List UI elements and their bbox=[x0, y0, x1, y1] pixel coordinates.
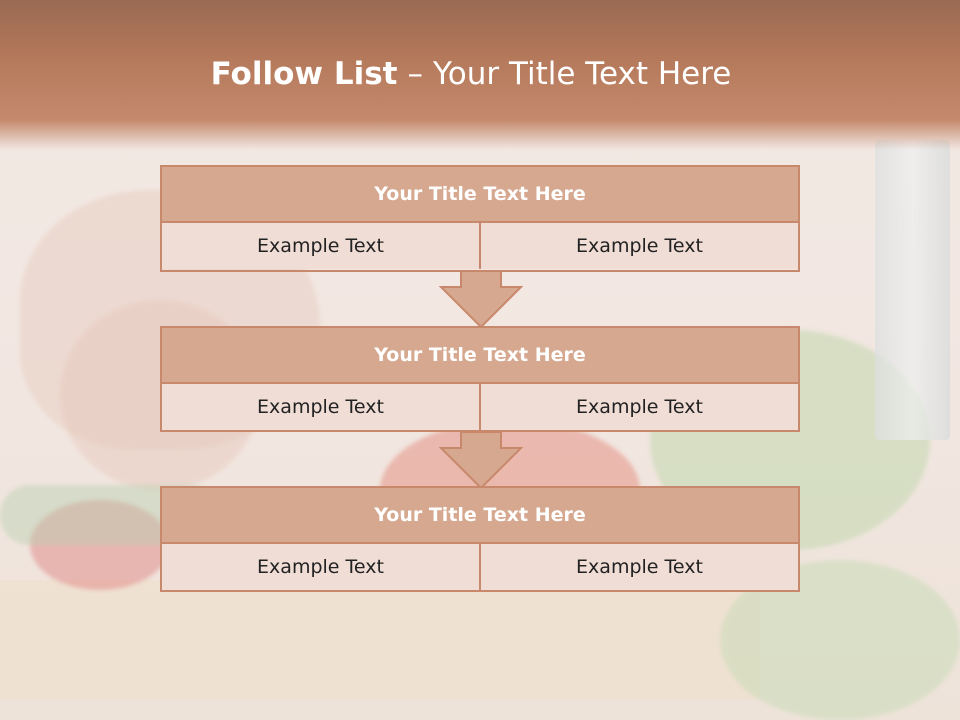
list-block-row: Example Text Example Text bbox=[162, 384, 798, 430]
list-block-right-cell: Example Text bbox=[479, 223, 798, 269]
list-block-heading: Your Title Text Here bbox=[162, 328, 798, 384]
slide-title-bold: Follow List bbox=[210, 56, 398, 92]
list-block-row: Example Text Example Text bbox=[162, 544, 798, 590]
list-block-3: Your Title Text Here Example Text Exampl… bbox=[160, 486, 800, 592]
list-block-heading: Your Title Text Here bbox=[162, 167, 798, 223]
background-photo-radish bbox=[30, 500, 170, 590]
list-block-row: Example Text Example Text bbox=[162, 223, 798, 269]
down-arrow-icon bbox=[438, 270, 524, 329]
list-block-heading: Your Title Text Here bbox=[162, 488, 798, 544]
down-arrow-icon bbox=[438, 431, 524, 490]
list-block-left-cell: Example Text bbox=[257, 556, 384, 578]
list-block-right-cell: Example Text bbox=[479, 544, 798, 590]
slide-title-rest: Your Title Text Here bbox=[432, 56, 732, 92]
list-block-1: Your Title Text Here Example Text Exampl… bbox=[160, 165, 800, 272]
slide-title-separator: – bbox=[407, 56, 423, 92]
list-block-right-cell: Example Text bbox=[479, 384, 798, 430]
list-block-2: Your Title Text Here Example Text Exampl… bbox=[160, 326, 800, 432]
title-band bbox=[0, 0, 960, 150]
slide-title: Follow List–Your Title Text Here bbox=[0, 56, 942, 92]
list-block-left-cell: Example Text bbox=[257, 235, 384, 257]
list-block-left-cell: Example Text bbox=[257, 396, 384, 418]
background-photo-cutting-board bbox=[0, 580, 760, 700]
background-photo-glass bbox=[875, 140, 950, 440]
